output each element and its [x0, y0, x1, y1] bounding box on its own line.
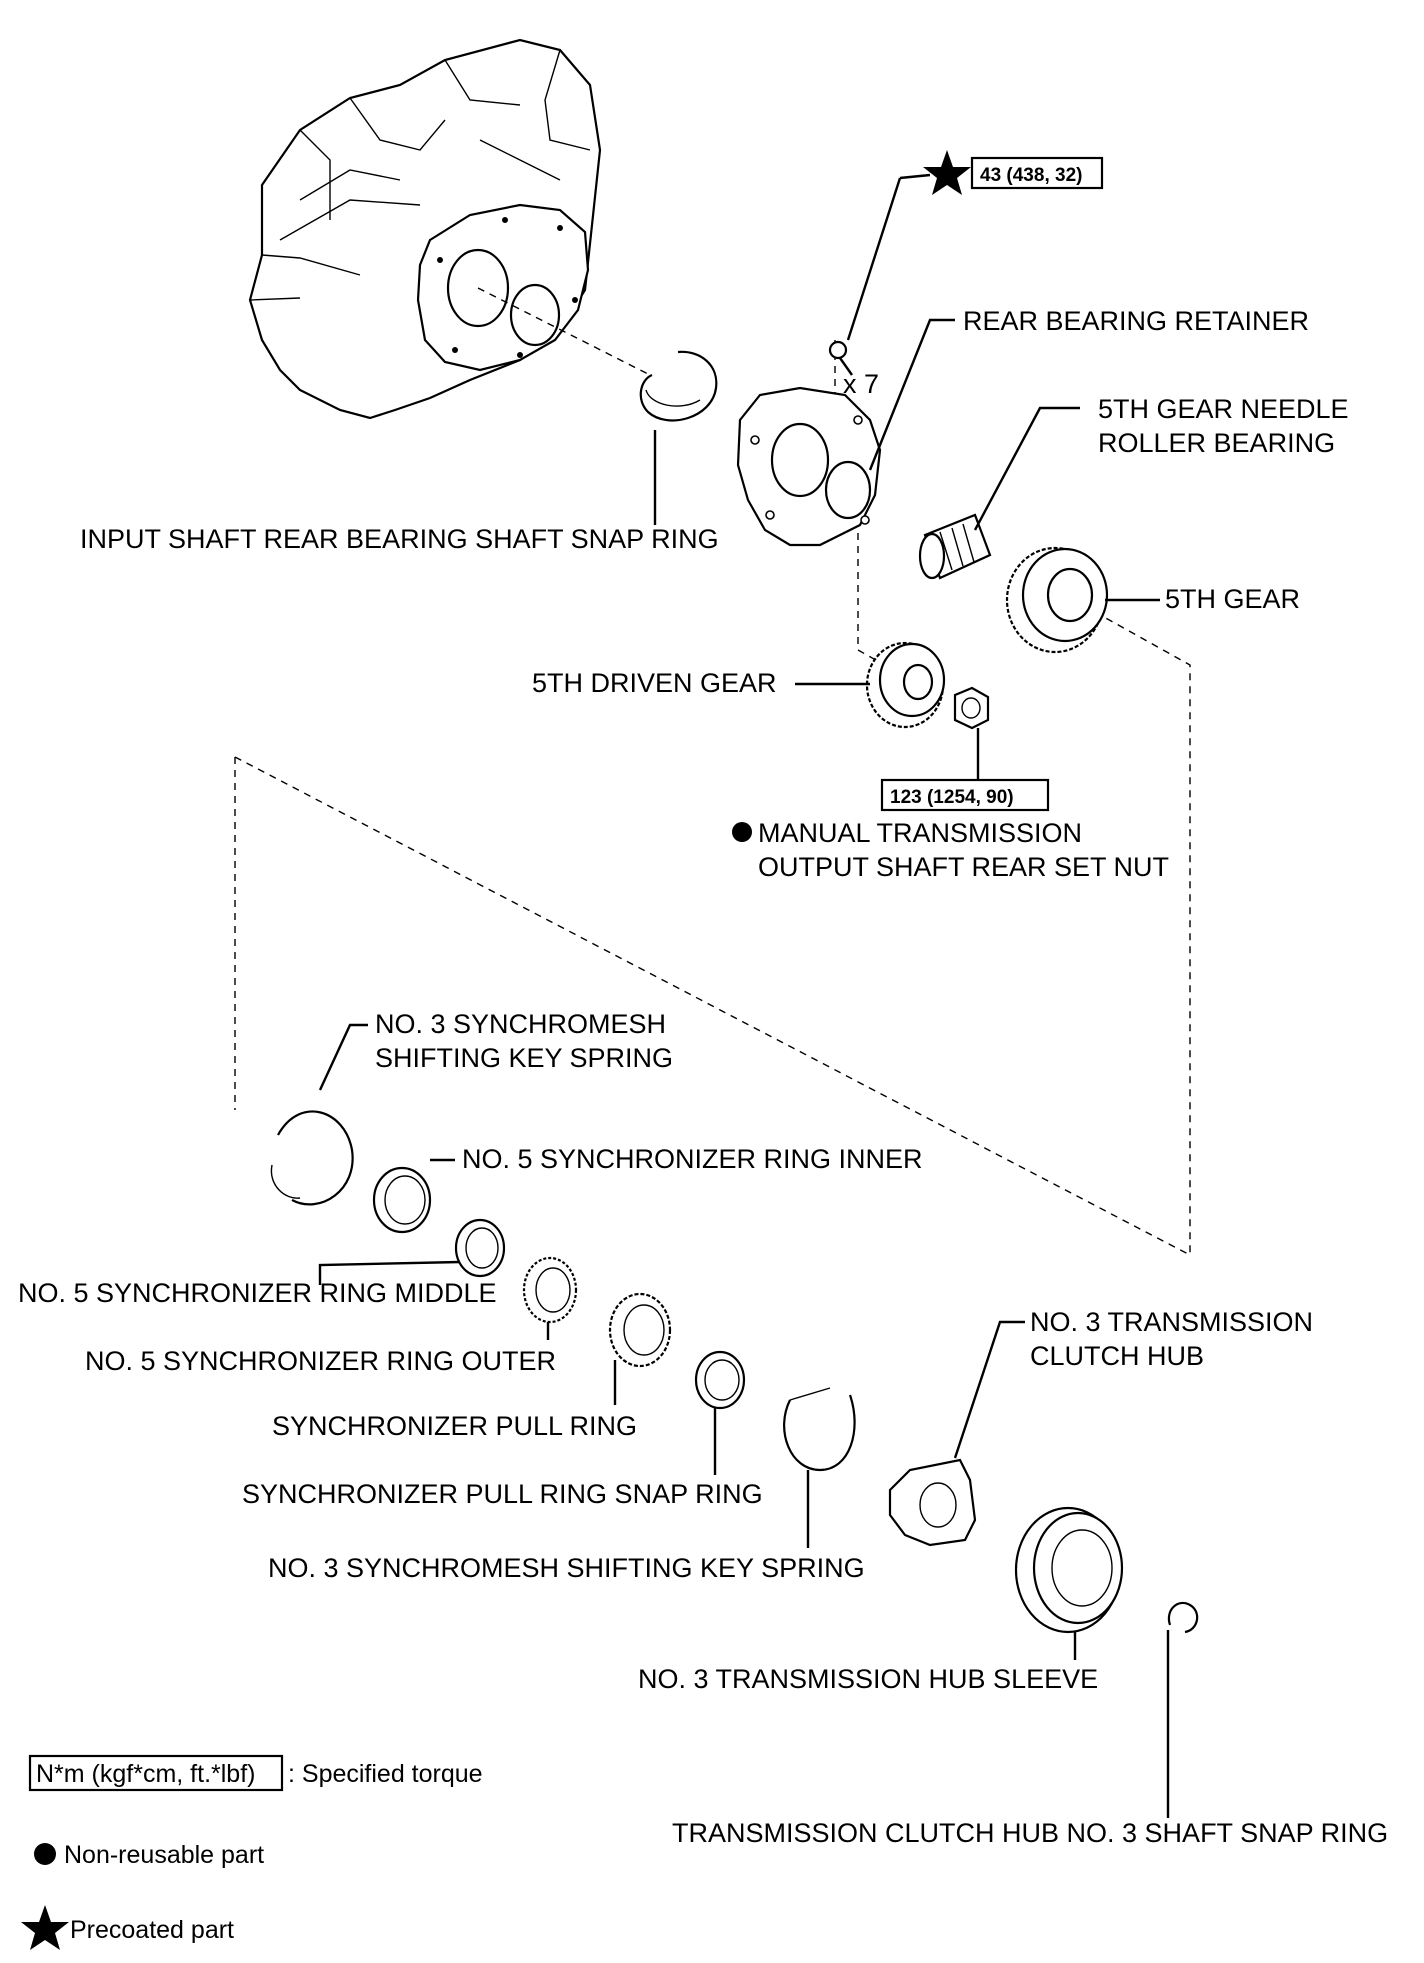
torque-box-set-nut: 123 (1254, 90): [880, 778, 1050, 812]
set-nut-part: [953, 686, 990, 730]
label-key-spring-bottom: NO. 3 SYNCHROMESH SHIFTING KEY SPRING: [268, 1553, 865, 1583]
transmission-case: [248, 38, 602, 420]
label-pull-ring: SYNCHRONIZER PULL RING: [272, 1411, 637, 1441]
label-ring-outer: NO. 5 SYNCHRONIZER RING OUTER: [85, 1346, 556, 1376]
label-ring-middle: NO. 5 SYNCHRONIZER RING MIDDLE: [18, 1278, 497, 1308]
precoated-star-icon: [923, 150, 971, 195]
ring-middle-part: [454, 1218, 506, 1278]
fifth-gear-part: [1005, 546, 1109, 654]
clutch-hub-part: [888, 1458, 977, 1547]
hub-sleeve-part: [1014, 1506, 1124, 1634]
label-clutch-hub-line2: CLUTCH HUB: [1030, 1341, 1204, 1371]
legend-non-reusable: Non-reusable part: [64, 1841, 264, 1869]
key-spring-bottom-part: [783, 1387, 856, 1472]
legend-torque-desc: : Specified torque: [288, 1760, 483, 1788]
input-shaft-snap-ring-part: [639, 350, 718, 422]
legend: N*m (kgf*cm, ft.*lbf) : Specified torque…: [21, 1754, 483, 1950]
hub-snap-ring-part: [1167, 1601, 1199, 1634]
torque-retainer-bolt: 43 (438, 32): [980, 165, 1082, 186]
torque-box-retainer-bolt: 43 (438, 32): [970, 156, 1104, 190]
needle-roller-bearing-part: [918, 513, 992, 580]
ring-inner-part: [372, 1166, 432, 1234]
label-fifth-gear: 5TH GEAR: [1165, 584, 1300, 614]
pull-ring-snap-part: [694, 1350, 746, 1410]
legend-non-reusable-icon: [34, 1843, 56, 1865]
label-needle-bearing-line1: 5TH GEAR NEEDLE: [1098, 394, 1349, 424]
legend-torque-box: N*m (kgf*cm, ft.*lbf): [36, 1760, 255, 1788]
label-key-spring-top-line2: SHIFTING KEY SPRING: [375, 1043, 673, 1073]
retainer-bolt-part: [828, 340, 853, 376]
label-clutch-hub-line1: NO. 3 TRANSMISSION: [1030, 1307, 1313, 1337]
leader-lines: [318, 173, 1170, 1818]
label-input-snap-ring: INPUT SHAFT REAR BEARING SHAFT SNAP RING: [80, 524, 719, 554]
assembly-guide-lines: [234, 287, 1191, 1256]
label-bolt-qty: x 7: [843, 369, 879, 399]
label-hub-snap-ring: TRANSMISSION CLUTCH HUB NO. 3 SHAFT SNAP…: [672, 1818, 1388, 1848]
pull-ring-part: [608, 1292, 672, 1368]
rear-bearing-retainer-part: [736, 386, 882, 547]
fifth-driven-gear-part: [865, 641, 946, 729]
label-hub-sleeve: NO. 3 TRANSMISSION HUB SLEEVE: [638, 1664, 1098, 1694]
legend-precoated: Precoated part: [70, 1916, 234, 1944]
label-pull-ring-snap: SYNCHRONIZER PULL RING SNAP RING: [242, 1479, 763, 1509]
label-rear-bearing-retainer: REAR BEARING RETAINER: [963, 306, 1309, 336]
part-labels: x 7 REAR BEARING RETAINER 5TH GEAR NEEDL…: [18, 306, 1388, 1848]
legend-precoated-icon: [21, 1905, 69, 1950]
label-key-spring-top-line1: NO. 3 SYNCHROMESH: [375, 1009, 666, 1039]
ring-outer-part: [522, 1256, 578, 1324]
label-ring-inner: NO. 5 SYNCHRONIZER RING INNER: [462, 1144, 923, 1174]
label-needle-bearing-line2: ROLLER BEARING: [1098, 428, 1335, 458]
label-set-nut-line1: MANUAL TRANSMISSION: [758, 818, 1082, 848]
torque-set-nut: 123 (1254, 90): [890, 787, 1014, 808]
non-reusable-dot-icon: [732, 822, 752, 842]
key-spring-top-part: [270, 1110, 354, 1206]
label-fifth-driven-gear: 5TH DRIVEN GEAR: [532, 668, 777, 698]
label-set-nut-line2: OUTPUT SHAFT REAR SET NUT: [758, 852, 1169, 882]
